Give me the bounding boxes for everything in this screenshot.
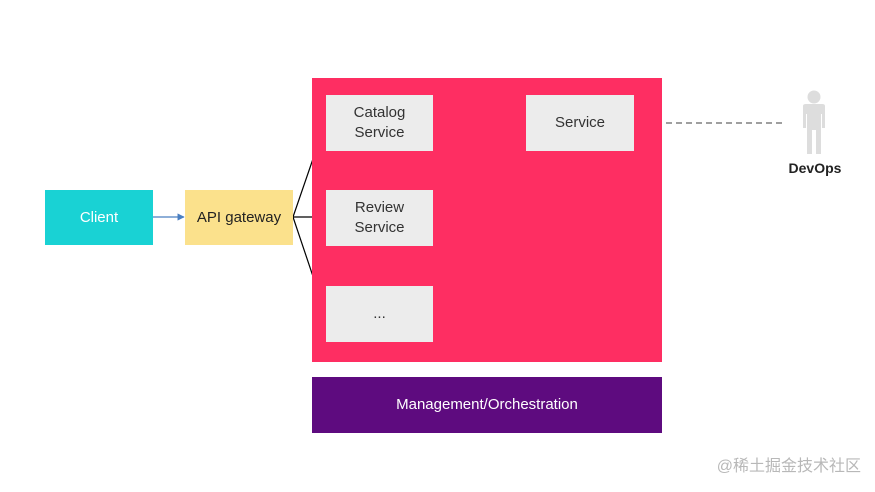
person-body bbox=[803, 104, 825, 154]
client-label: Client bbox=[79, 208, 119, 226]
devops-person-icon bbox=[803, 90, 825, 154]
review-service-box: Review Service bbox=[326, 190, 433, 246]
watermark: @稀土掘金技术社区 bbox=[716, 458, 861, 475]
person-head bbox=[807, 90, 821, 104]
client-box: Client bbox=[45, 190, 153, 245]
catalog-service-box: Catalog Service bbox=[326, 95, 433, 151]
devops-label: DevOps bbox=[788, 160, 842, 176]
api-gateway-box: API gateway bbox=[185, 190, 293, 245]
review-service-label: Review Service bbox=[354, 199, 405, 236]
more-services-box: ... bbox=[326, 286, 433, 342]
management-orchestration-box: Management/Orchestration bbox=[312, 377, 662, 433]
api-gateway-label: API gateway bbox=[196, 208, 282, 226]
catalog-service-label: Catalog Service bbox=[353, 104, 406, 141]
more-services-label: ... bbox=[373, 305, 386, 322]
service-box: Service bbox=[526, 95, 634, 151]
management-label: Management/Orchestration bbox=[396, 396, 578, 413]
service-label: Service bbox=[554, 114, 606, 131]
